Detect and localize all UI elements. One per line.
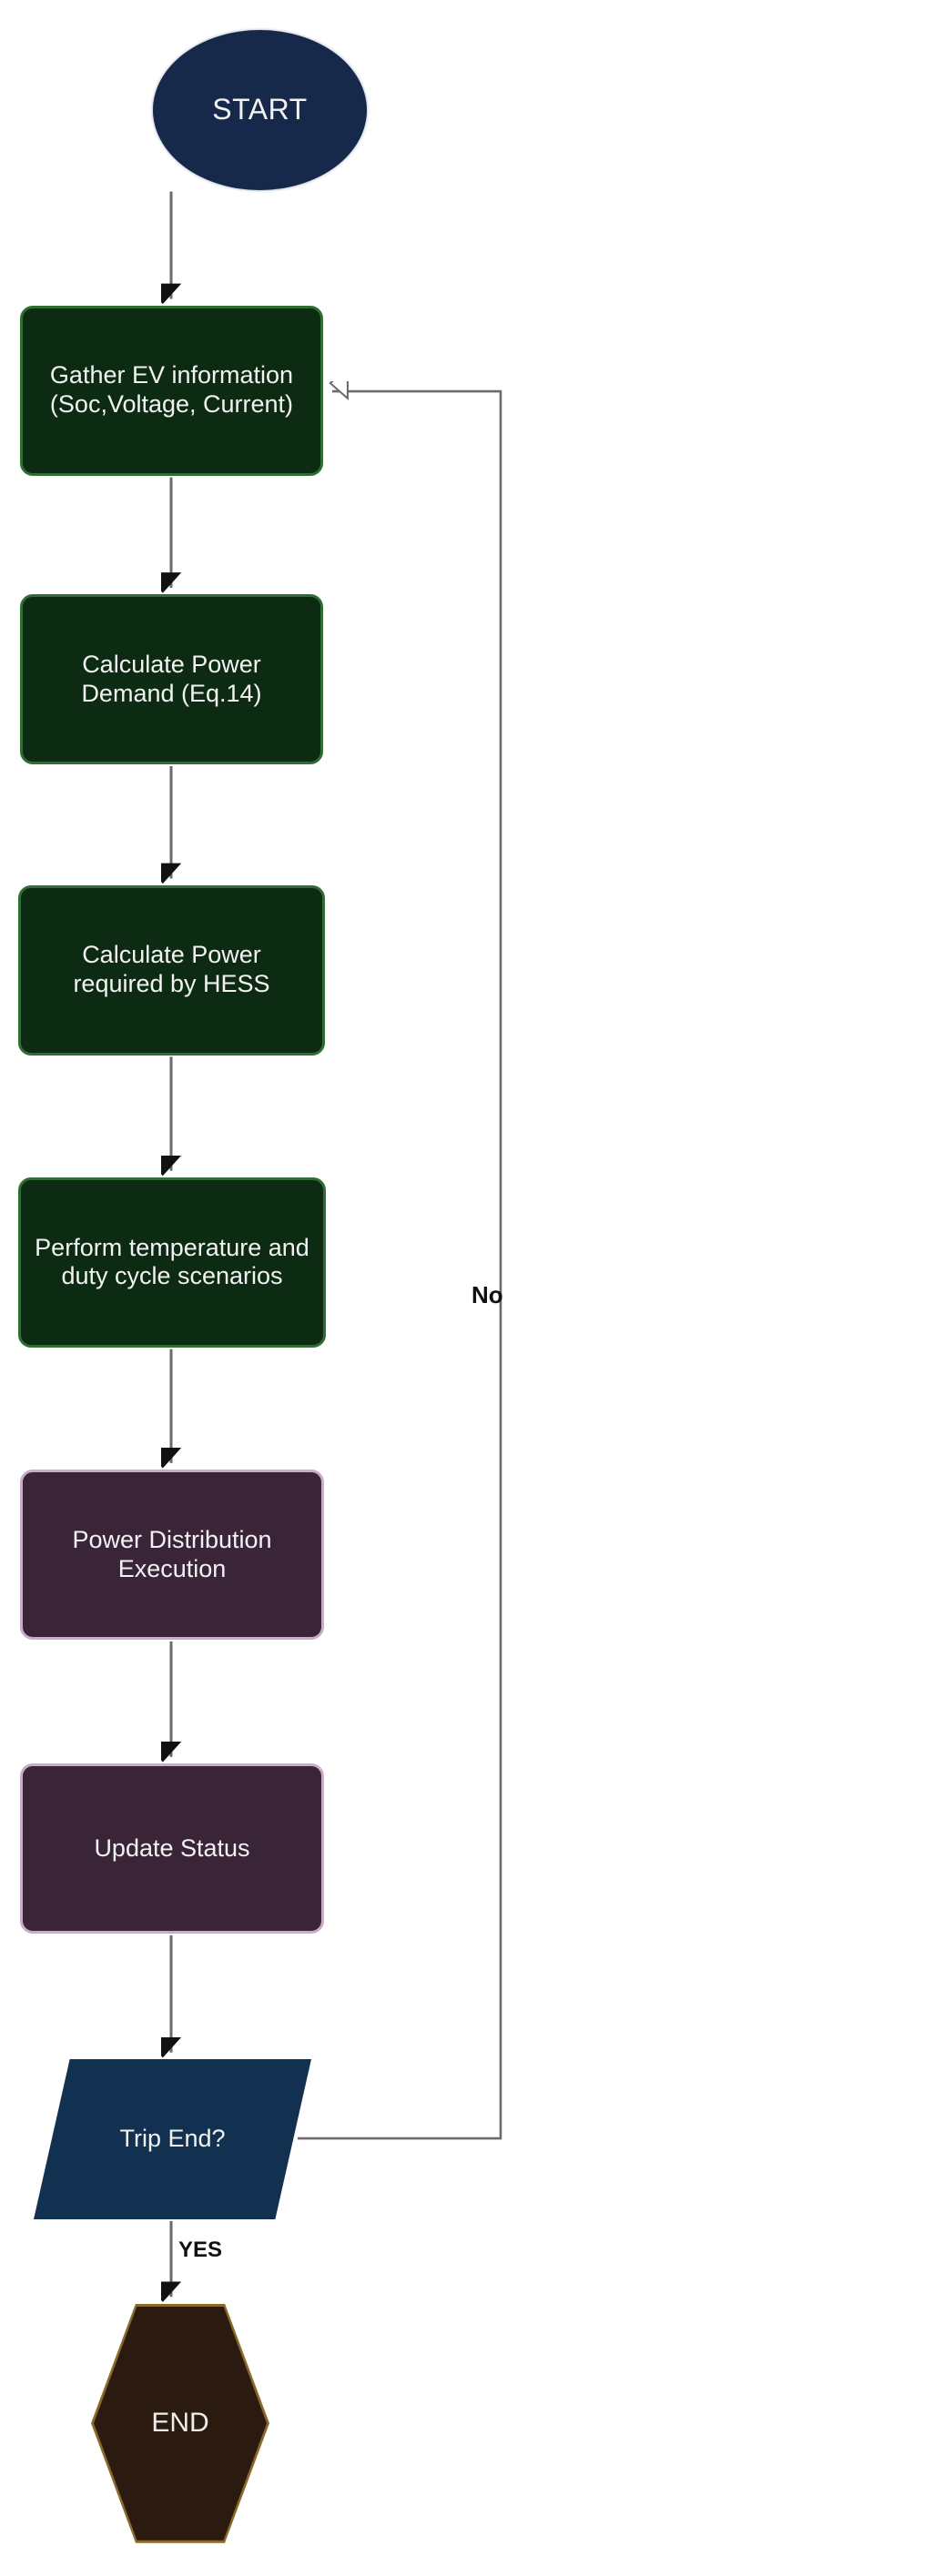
edge-trip-to-gather-no bbox=[298, 391, 502, 2140]
node-power-distribution-execution[interactable]: Power Distribution Execution bbox=[20, 1470, 324, 1641]
node-start[interactable]: START bbox=[153, 29, 367, 190]
node-calculate-power-required-by-hess[interactable]: Calculate Power required by HESS bbox=[18, 884, 325, 1056]
edge-label-no: No bbox=[472, 1281, 503, 1309]
node-calculate-power-demand[interactable]: Calculate Power Demand (Eq.14) bbox=[20, 594, 323, 765]
edge-label-yes: YES bbox=[178, 2237, 223, 2262]
node-gather-ev-information[interactable]: Gather EV information (Soc,Voltage, Curr… bbox=[20, 305, 323, 476]
node-update-status[interactable]: Update Status bbox=[20, 1763, 324, 1935]
node-trip-end-decision[interactable]: Trip End? bbox=[34, 2058, 311, 2219]
node-perform-temperature-duty-cycle-scenarios[interactable]: Perform temperature and duty cycle scena… bbox=[18, 1177, 326, 1348]
node-end-label: END bbox=[94, 2306, 267, 2541]
node-end[interactable]: END bbox=[91, 2303, 269, 2543]
